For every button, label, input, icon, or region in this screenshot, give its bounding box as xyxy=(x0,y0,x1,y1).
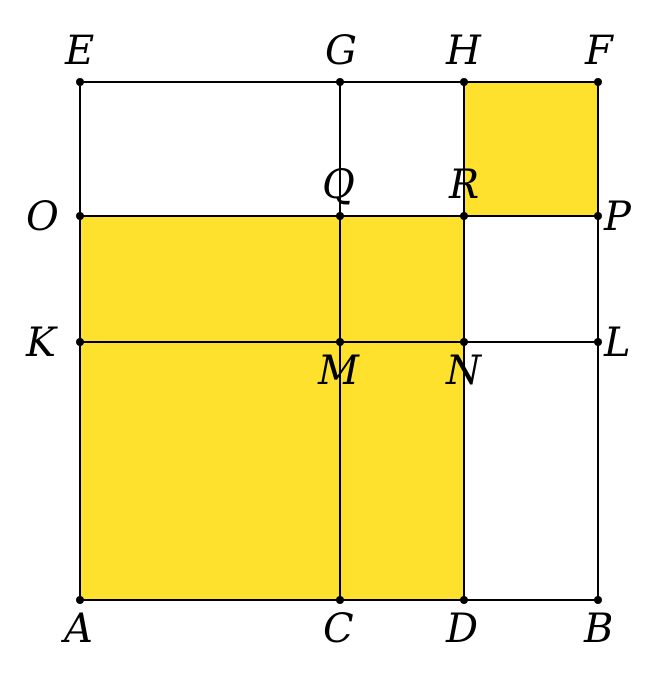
label-N: N xyxy=(445,348,483,394)
label-D: D xyxy=(445,606,478,652)
point-G xyxy=(336,78,344,86)
point-N xyxy=(460,338,468,346)
point-R xyxy=(460,212,468,220)
points xyxy=(76,78,602,604)
label-R: R xyxy=(448,162,479,208)
point-O xyxy=(76,212,84,220)
label-C: C xyxy=(323,606,354,652)
label-O: O xyxy=(26,194,59,240)
label-G: G xyxy=(325,28,357,74)
label-H: H xyxy=(445,28,482,74)
point-P xyxy=(594,212,602,220)
label-K: K xyxy=(25,320,58,366)
label-E: E xyxy=(64,28,94,74)
labels: E G H F O Q R P K M N L A C D B xyxy=(25,28,632,652)
label-A: A xyxy=(60,606,93,652)
point-A xyxy=(76,596,84,604)
label-L: L xyxy=(603,320,631,366)
point-E xyxy=(76,78,84,86)
point-M xyxy=(336,338,344,346)
point-B xyxy=(594,596,602,604)
point-H xyxy=(460,78,468,86)
point-F xyxy=(594,78,602,86)
shaded-rectangle-HFPR xyxy=(464,82,598,216)
point-L xyxy=(594,338,602,346)
shaded-rectangle-AORD xyxy=(80,216,464,600)
label-Q: Q xyxy=(322,162,355,208)
point-D xyxy=(460,596,468,604)
label-F: F xyxy=(584,28,614,74)
label-M: M xyxy=(317,348,360,394)
label-B: B xyxy=(583,606,613,652)
point-Q xyxy=(336,212,344,220)
label-P: P xyxy=(603,194,632,240)
point-C xyxy=(336,596,344,604)
point-K xyxy=(76,338,84,346)
